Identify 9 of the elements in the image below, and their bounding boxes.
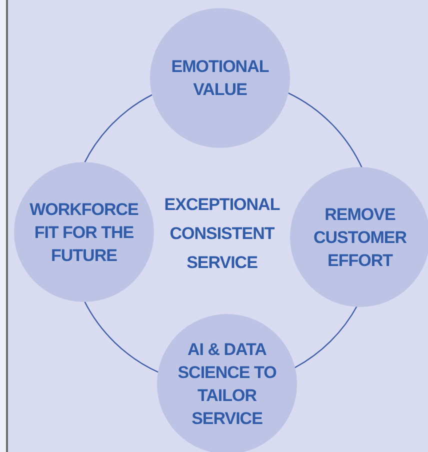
connector-arc <box>83 300 159 373</box>
connector-arc <box>294 304 358 368</box>
topic-text: AI & DATA SCIENCE TO TAILOR SERVICE <box>176 339 278 430</box>
connector-arc <box>83 94 152 164</box>
center-label: EXCEPTIONAL CONSISTENT SERVICE <box>163 194 281 274</box>
connector-arc <box>288 92 363 170</box>
topic-text: REMOVE CUSTOMER EFFORT <box>312 204 408 272</box>
topic-text: EMOTIONAL VALUE <box>170 56 270 101</box>
topic-text: WORKFORCE FIT FOR THE FUTURE <box>28 198 140 266</box>
